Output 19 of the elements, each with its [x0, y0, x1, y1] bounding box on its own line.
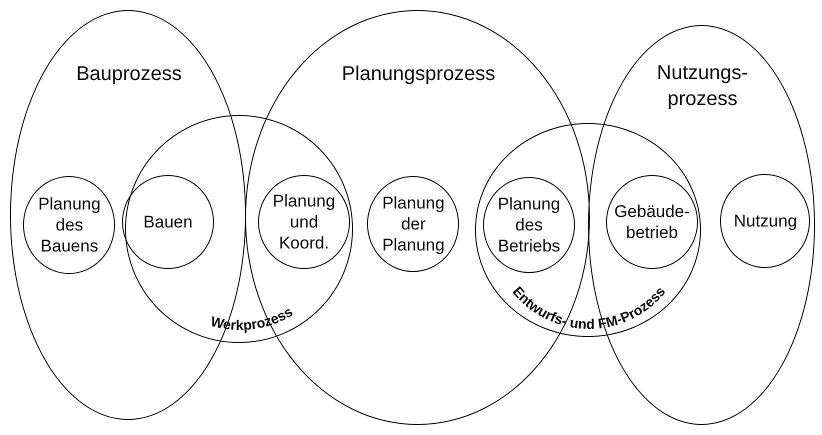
- process-circle: [367, 176, 460, 272]
- process-ellipse: [125, 115, 353, 343]
- process-circle: [606, 175, 698, 269]
- process-circle: [720, 174, 810, 268]
- process-circle: [258, 175, 350, 269]
- process-label: Planung der Planung: [381, 192, 446, 256]
- process-label: Planung des Betriebs: [496, 194, 562, 256]
- process-label: Planung und Koord.: [272, 190, 336, 254]
- process-ellipse: [475, 123, 701, 337]
- process-circle: [122, 175, 214, 269]
- process-title: Planungsprozess: [340, 62, 496, 87]
- process-circle: [483, 177, 575, 273]
- process-title: Bauprozess: [75, 62, 183, 87]
- process-label: Nutzung: [732, 210, 798, 232]
- process-label: Planung des Bauens: [37, 194, 102, 257]
- process-title: Nutzungs- prozess: [656, 61, 750, 112]
- process-label: Bauen: [142, 212, 194, 232]
- process-circle: [23, 176, 116, 274]
- process-label: Gebäude- betrieb: [613, 201, 691, 243]
